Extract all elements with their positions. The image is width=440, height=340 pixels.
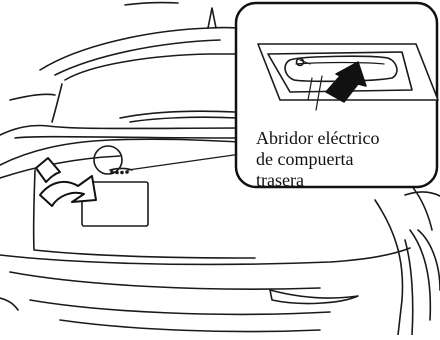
left-tail-light <box>0 138 241 179</box>
curved-arrow-head <box>35 157 61 183</box>
tailgate-upper <box>0 93 241 139</box>
license-plate-area <box>81 181 149 227</box>
rear-bumper <box>0 247 411 333</box>
switch-button <box>295 57 305 67</box>
opener-switch-dots <box>110 170 129 175</box>
brand-emblem <box>93 145 123 175</box>
tailgate-panel <box>32 145 256 259</box>
label-line-1: Abridor eléctrico <box>256 128 380 148</box>
curved-arrow-icon <box>39 175 97 207</box>
right-side-body <box>374 169 440 336</box>
up-arrow-icon <box>325 61 367 103</box>
leader-line <box>127 151 256 171</box>
label-line-3: trasera <box>256 170 304 190</box>
handle-grip <box>284 55 398 83</box>
callout-leader <box>315 75 323 111</box>
label-line-2: de compuerta <box>256 149 354 169</box>
handle-recess <box>267 51 413 93</box>
roof-outline <box>39 1 251 76</box>
opener-callout-label: Abridor eléctrico de compuerta trasera <box>256 128 434 191</box>
reflector-right <box>269 289 359 305</box>
detail-callout <box>234 1 439 189</box>
rear-window <box>51 53 241 123</box>
